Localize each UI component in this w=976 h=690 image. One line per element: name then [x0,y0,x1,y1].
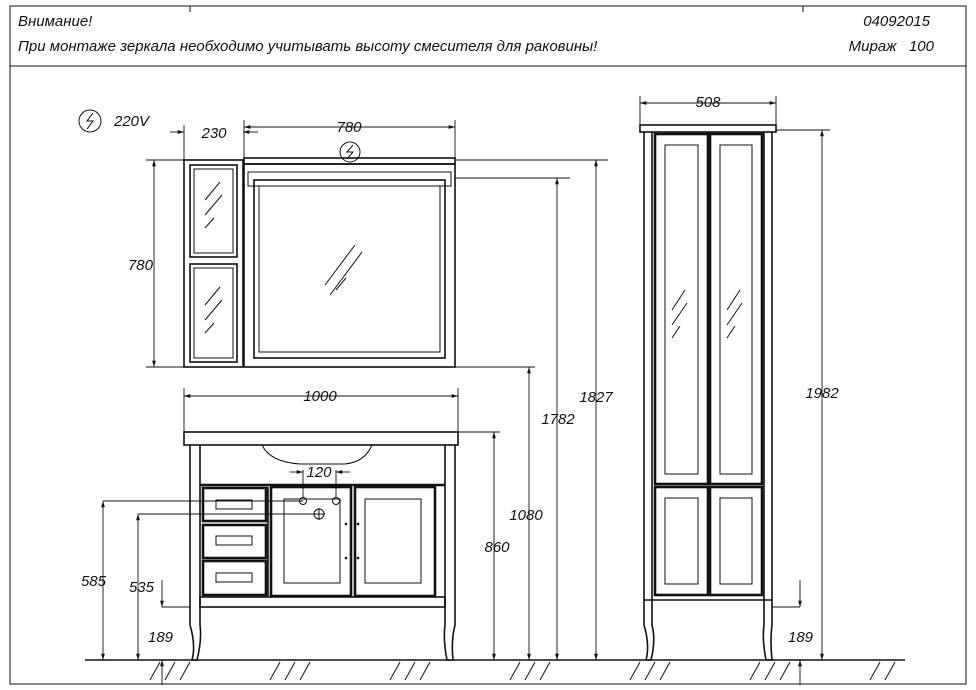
tall-cabinet [639,124,777,661]
dim-pipe-height-1: 585 [81,573,107,590]
dim-tall-cabinet-width: 508 [695,94,721,111]
mirror-side-cabinet [183,159,244,368]
dim-mirror-height: 780 [128,257,154,274]
dim-vanity-top-height: 1080 [509,507,543,524]
dim-vanity-width: 1000 [303,388,337,405]
vanity-unit [183,431,459,661]
voltage-label: 220V [113,113,151,130]
dim-lamp-top-height: 1827 [579,389,613,406]
warning-text: При монтаже зеркала необходимо учитывать… [18,38,598,55]
floor-line [85,659,905,681]
dim-leg-height-left: 189 [148,629,174,646]
dim-pipe-height-2: 535 [129,579,155,596]
dim-mirror-top-height: 1782 [541,411,575,428]
warning-title: Внимание! [18,13,93,30]
doc-code: 04092015 [863,13,930,30]
dim-side-cabinet-width: 230 [200,125,227,142]
lamp-icon [339,141,361,163]
dim-mirror-width: 780 [336,119,362,136]
mirror [243,157,456,368]
dim-leg-height-right: 189 [788,629,814,646]
product-name: Мираж 100 [849,38,935,55]
dim-faucet-spacing: 120 [306,464,332,481]
dim-tall-cabinet-height: 1982 [805,385,839,402]
power-outlet-icon [78,109,102,133]
drawing-frame [9,5,967,685]
dim-basin-height: 860 [484,539,510,556]
faucet-holes [299,497,340,520]
